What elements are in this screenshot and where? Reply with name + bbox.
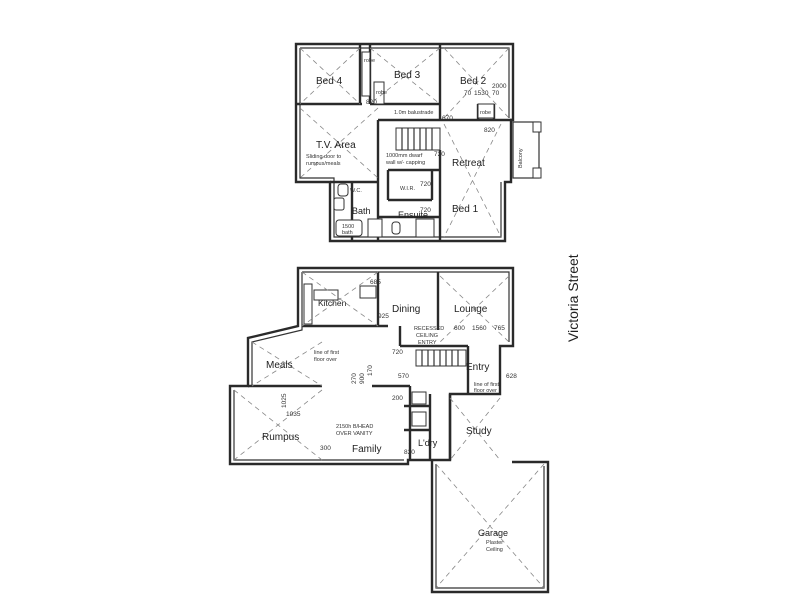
dimension: 820 xyxy=(404,449,415,456)
kitchen-bench xyxy=(303,283,313,325)
note-recessed-ceiling: RECESSED xyxy=(414,326,444,332)
room-label-balcony: Balcony xyxy=(518,148,524,168)
room-label-family: Family xyxy=(352,444,381,455)
garage-wall xyxy=(430,460,550,594)
note-robe: robe xyxy=(480,110,491,116)
dimension: 600 xyxy=(454,325,465,332)
room-label-bed4: Bed 4 xyxy=(316,76,343,87)
upper-floor-plan xyxy=(294,42,542,243)
dimension: 900 xyxy=(359,373,366,384)
upper-floor-outer-wall xyxy=(294,42,515,243)
room-label-meals: Meals xyxy=(266,360,293,371)
room-label-ensuite: Ensuite xyxy=(398,210,428,220)
dimension: 720 xyxy=(392,349,403,356)
room-label-tv-area: T.V. Area xyxy=(316,140,356,151)
dimension: 1035 xyxy=(286,411,301,418)
room-label-garage: Garage xyxy=(478,528,508,538)
note-bulkhead: OVER VANITY xyxy=(336,431,373,437)
upper-stair xyxy=(395,127,441,151)
ground-floor-outer-wall xyxy=(228,266,515,466)
dimension: 70 xyxy=(492,90,500,97)
note-garage-ceiling: Ceiling xyxy=(486,547,503,553)
ground-interior-wall xyxy=(248,272,470,460)
note-dwarf-wall: wall w/- capping xyxy=(385,160,425,166)
dimension: 765 xyxy=(494,325,505,332)
note-recessed-ceiling: ENTRY xyxy=(418,340,437,346)
dimension: 720 xyxy=(420,181,431,188)
dimension: 820 xyxy=(366,99,377,106)
note-robe: robe xyxy=(376,90,387,96)
room-label-wc: W.C. xyxy=(350,188,362,194)
dimension: 2000 xyxy=(492,83,507,90)
dimension: 570 xyxy=(398,373,409,380)
street-name-label: Victoria Street xyxy=(565,254,581,342)
dimension: 200 xyxy=(392,395,403,402)
room-label-bed2: Bed 2 xyxy=(460,76,487,87)
dimension: 170 xyxy=(367,365,374,376)
note-robe: robe xyxy=(364,58,375,64)
note-line-first-floor: line of first xyxy=(314,350,340,356)
note-dwarf-wall: 1000mm dwarf xyxy=(386,153,423,159)
room-label-ldry: L'dry xyxy=(418,438,438,448)
dimension: 670 xyxy=(442,115,453,122)
note-bath-size: bath xyxy=(342,230,353,236)
room-label-dining: Dining xyxy=(392,304,420,315)
room-label-study: Study xyxy=(466,426,492,437)
dimension: 628 xyxy=(506,373,517,380)
room-label-bed1: Bed 1 xyxy=(452,204,479,215)
note-line-first-floor: floor over xyxy=(474,388,497,394)
ground-floor-plan xyxy=(228,266,550,594)
dimension: 1560 xyxy=(472,325,487,332)
bath-tub xyxy=(335,219,363,237)
dimension: 720 xyxy=(420,207,431,214)
note-bath-size: 1500 xyxy=(342,224,354,230)
room-label-lounge: Lounge xyxy=(454,304,488,315)
dimension: 300 xyxy=(320,445,331,452)
ground-stair xyxy=(415,349,467,367)
dimension: 820 xyxy=(484,127,495,134)
dimension: 685 xyxy=(370,279,381,286)
note-recessed-ceiling: CEILING xyxy=(416,333,438,339)
balcony xyxy=(512,121,542,179)
room-label-rumpus: Rumpus xyxy=(262,432,299,443)
room-label-bath: Bath xyxy=(352,206,371,216)
room-label-bed3: Bed 3 xyxy=(394,70,421,81)
room-label-retreat: Retreat xyxy=(452,158,485,169)
note-sliding-door: rumpus/meals xyxy=(306,161,341,167)
room-label-entry: Entry xyxy=(466,362,489,373)
note-line-first-floor: line of first xyxy=(474,382,500,388)
dimension: 720 xyxy=(434,151,445,158)
dimension: 70 xyxy=(464,90,472,97)
dimension: 925 xyxy=(378,313,389,320)
room-label-kitchen: Kitchen xyxy=(318,298,347,308)
dimension: 1025 xyxy=(281,393,288,408)
note-line-first-floor: floor over xyxy=(314,357,337,363)
note-garage-ceiling: Plaster xyxy=(486,540,503,546)
note-sliding-door: Sliding door to xyxy=(306,154,341,160)
dimension: 270 xyxy=(351,373,358,384)
dimension: 1530 xyxy=(474,90,489,97)
note-bulkhead: 2150h B/HEAD xyxy=(336,424,373,430)
note-balustrade: 1.0m balustrade xyxy=(394,110,433,116)
room-label-wir: W.I.R. xyxy=(400,186,415,192)
